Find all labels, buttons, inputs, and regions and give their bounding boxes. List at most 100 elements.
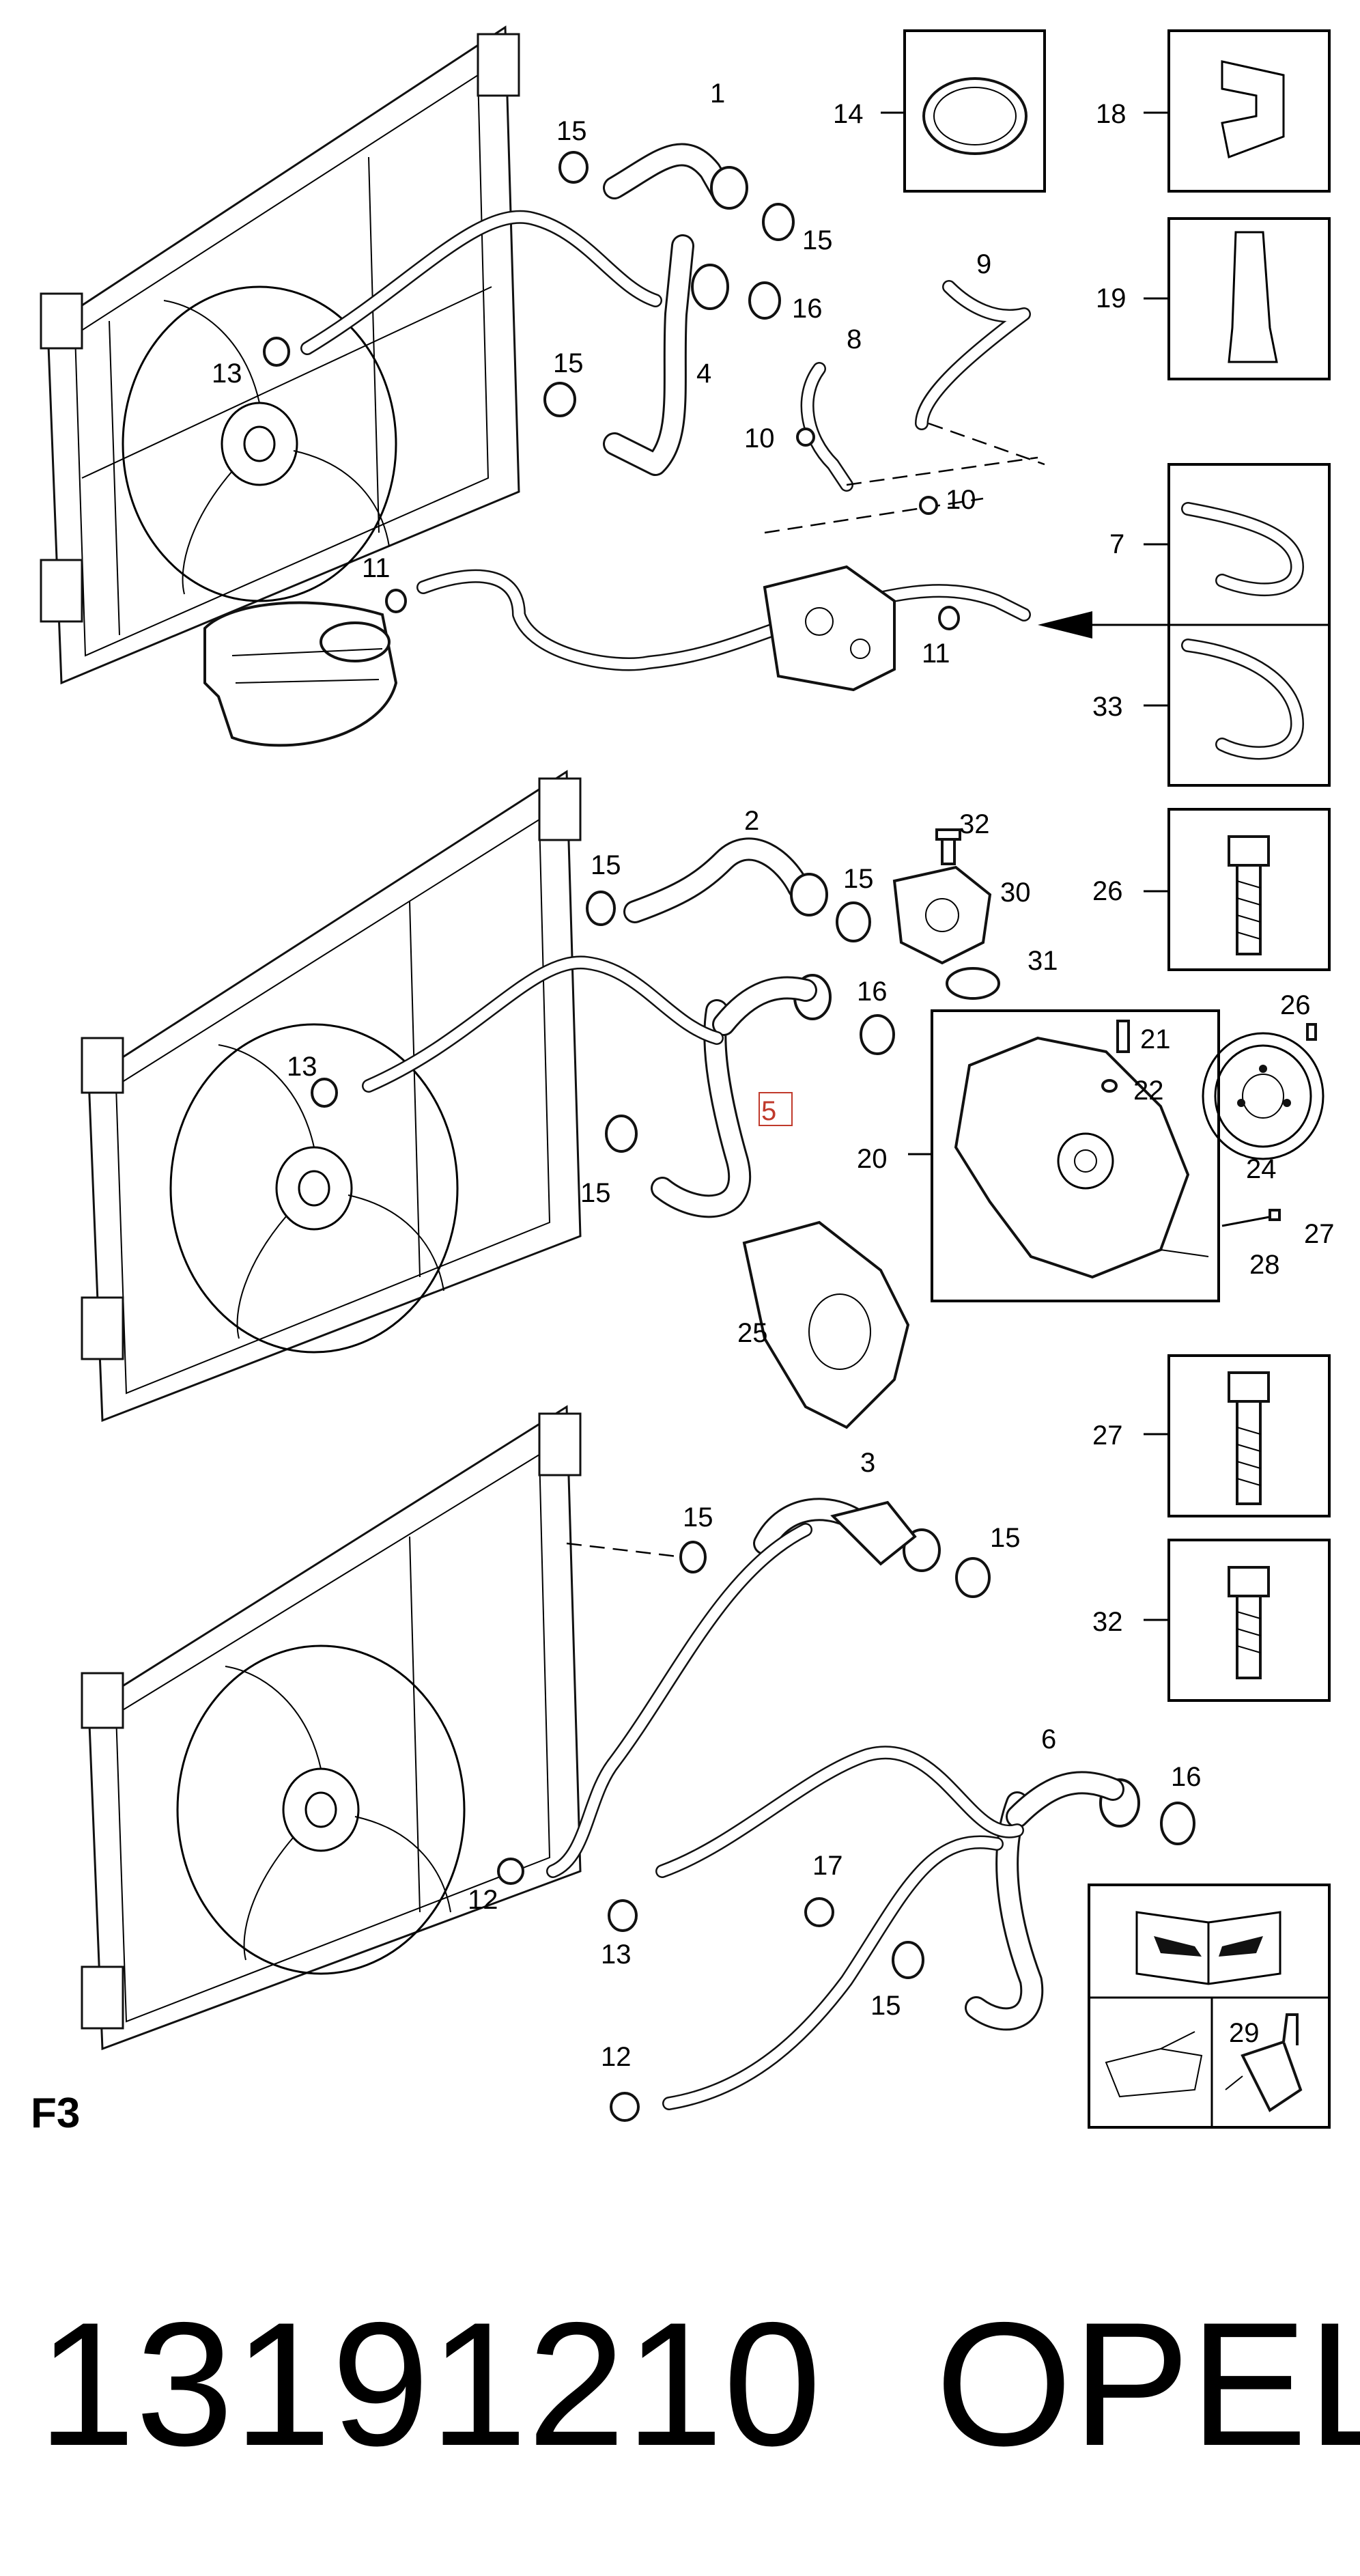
callout-15: 15 <box>553 348 584 378</box>
hose-1-upper <box>603 143 748 210</box>
callout-16: 16 <box>857 977 888 1007</box>
hose-clamp-icon <box>543 382 576 417</box>
callout-32: 32 <box>1092 1607 1123 1637</box>
callout-13: 13 <box>287 1052 317 1082</box>
callout-25: 25 <box>737 1318 768 1348</box>
hose-clamp-icon <box>610 2092 640 2122</box>
part-number: 13191210 <box>38 2285 821 2482</box>
hose-3 <box>546 1498 941 1878</box>
clamps-middle <box>311 891 895 1153</box>
callout-11: 11 <box>922 639 950 669</box>
callout-15: 15 <box>580 1178 611 1208</box>
callout-2: 2 <box>744 806 759 836</box>
callout-1: 1 <box>710 79 725 109</box>
fan-icon <box>169 1023 459 1354</box>
callout-15: 15 <box>802 225 833 255</box>
callout-15: 15 <box>843 864 874 894</box>
hose-6 <box>655 1746 1140 2110</box>
callout-15: 15 <box>591 850 621 880</box>
callout-3: 3 <box>860 1448 875 1478</box>
bolt-icon <box>1116 1020 1130 1053</box>
gasket-icon <box>742 1220 910 1429</box>
thermostat-30 <box>892 828 992 965</box>
callout-8: 8 <box>847 324 862 354</box>
fan-icon <box>176 1644 466 1975</box>
callout-labels: 1 15 15 16 13 15 4 8 9 10 10 11 11 14 18… <box>31 79 1335 2137</box>
hose-clamp-icon <box>558 151 589 184</box>
footer-caption: 13191210 OPEL <box>38 2285 1360 2482</box>
pulley-icon <box>1202 1032 1324 1160</box>
callout-6: 6 <box>1041 1724 1056 1754</box>
expansion-tank-icon <box>203 601 398 747</box>
callout-10: 10 <box>744 423 775 453</box>
highlight-box <box>759 1092 793 1126</box>
callout-9: 9 <box>976 249 991 279</box>
hose-clamp-icon <box>748 281 781 320</box>
legend-box <box>1088 1884 1331 2129</box>
callout-5: 5 <box>761 1096 776 1126</box>
gasket-icon <box>1101 1079 1118 1093</box>
detail-box-19 <box>1144 217 1331 380</box>
repair-manual-icon <box>1135 1911 1281 1985</box>
bolt-icon <box>1228 1566 1270 1679</box>
hose-4 <box>300 210 729 476</box>
dashed-leader-2 <box>566 1542 683 1558</box>
figure-label: F3 <box>31 2090 80 2137</box>
callout-15: 15 <box>683 1502 713 1532</box>
hose-11 <box>416 569 1031 671</box>
brand-name: OPEL <box>935 2285 1360 2482</box>
detail-box-27 <box>1144 1354 1331 1517</box>
bolt-icon <box>1306 1023 1317 1041</box>
hose-clamp-icon <box>679 1541 707 1573</box>
hose-clamp-icon <box>804 1897 834 1927</box>
detail-box-26 <box>1144 808 1331 971</box>
hose-2 <box>623 837 828 923</box>
callout-14: 14 <box>833 99 864 129</box>
pointer-arrow <box>1038 611 1169 639</box>
hose-clamp-icon <box>497 1858 524 1885</box>
callout-19: 19 <box>1096 283 1127 313</box>
hose-clamp-icon <box>955 1557 991 1598</box>
callout-15: 15 <box>990 1523 1021 1553</box>
callout-10: 10 <box>946 485 976 515</box>
callout-21: 21 <box>1140 1024 1171 1054</box>
hose-clamp-icon <box>796 428 815 447</box>
callout-27: 27 <box>1092 1420 1123 1451</box>
callout-16: 16 <box>792 294 823 324</box>
callout-18: 18 <box>1096 99 1127 129</box>
callout-32: 32 <box>959 809 990 839</box>
callout-13: 13 <box>212 359 242 389</box>
hose-clamp-icon <box>922 77 1028 155</box>
hose-clamp-icon <box>263 337 290 367</box>
sealant-bottle-icon <box>1225 2013 1303 2112</box>
hose-clamp-icon <box>608 1899 638 1932</box>
callout-24: 24 <box>1246 1154 1277 1184</box>
callout-26: 26 <box>1092 876 1123 906</box>
hose-8-9 <box>800 280 1031 492</box>
clamps-bottom <box>497 1541 1195 2122</box>
hose-clamp-icon <box>919 496 938 515</box>
hose-clamp-icon <box>385 589 407 613</box>
callout-17: 17 <box>812 1851 843 1881</box>
hose-clamp-icon <box>311 1078 338 1108</box>
callout-12: 12 <box>601 2042 632 2072</box>
hose-clamp-icon <box>938 606 960 630</box>
callout-12: 12 <box>468 1885 498 1915</box>
callout-13: 13 <box>601 1940 632 1970</box>
callout-33: 33 <box>1092 692 1123 722</box>
thermostat-housing-icon <box>763 565 896 692</box>
hose-clamp-icon <box>892 1941 924 1979</box>
detail-box-32 <box>1144 1539 1331 1702</box>
callout-28: 28 <box>1249 1250 1280 1280</box>
callout-20: 20 <box>857 1144 888 1174</box>
callout-31: 31 <box>1028 946 1058 976</box>
bolt-icon <box>1228 1371 1270 1505</box>
callout-26: 26 <box>1280 990 1311 1020</box>
gasket-icon <box>946 967 1000 1000</box>
callout-7: 7 <box>1109 529 1124 559</box>
water-pump-box <box>908 1009 1220 1302</box>
detail-box-18 <box>1144 29 1331 193</box>
clamps-top <box>263 151 960 630</box>
hose-clamp-icon <box>836 901 871 942</box>
hose-clamp-icon <box>860 1014 895 1055</box>
